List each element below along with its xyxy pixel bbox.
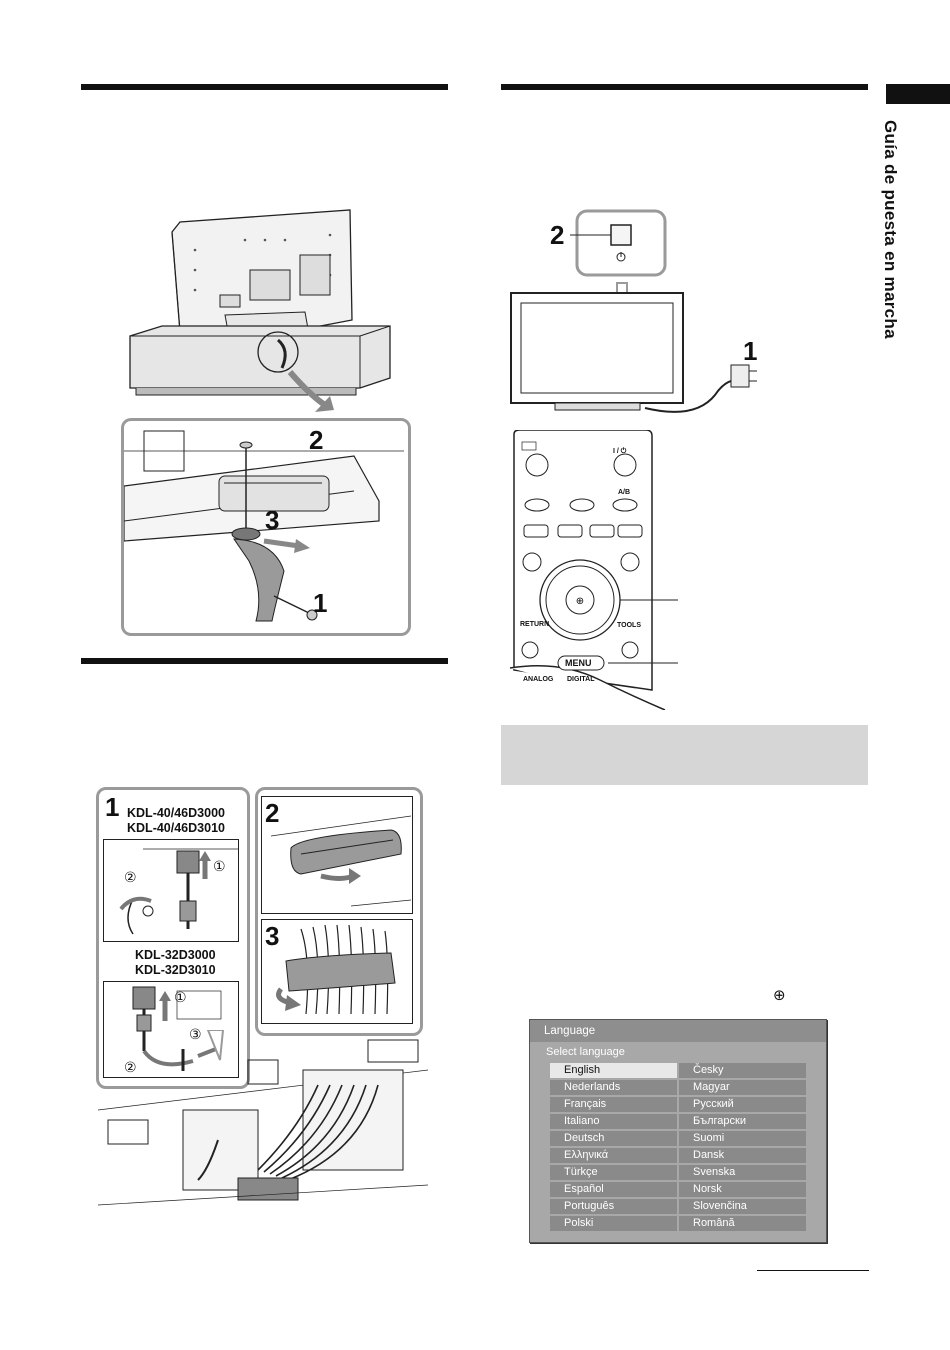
remote-control-illustration: ⊕	[509, 430, 678, 710]
language-option-dansk[interactable]: Dansk	[679, 1148, 806, 1163]
cable-step-2: 2	[265, 798, 280, 828]
step-number-1-plug: 1	[743, 336, 758, 366]
stand-detail-illustration	[124, 430, 404, 622]
circled-1b: ①	[174, 990, 187, 1006]
language-menu: Language Select language English Nederla…	[529, 1019, 827, 1243]
model-b-1: KDL-32D3000	[135, 948, 216, 962]
step-number-1: 1	[313, 588, 328, 618]
cable-step-1: 1	[105, 792, 120, 822]
language-option-deutsch[interactable]: Deutsch	[550, 1131, 677, 1146]
svg-text:⊕: ⊕	[576, 596, 584, 607]
remote-power-label: I / ⏻	[613, 448, 627, 455]
tv-rear-cables-illustration	[98, 1030, 428, 1206]
remote-digital-label: DIGITAL	[567, 676, 595, 683]
circled-3b: ③	[189, 1027, 202, 1043]
language-option-bulgarian[interactable]: Български	[679, 1114, 806, 1129]
language-option-svenska[interactable]: Svenska	[679, 1165, 806, 1180]
step-number-3: 3	[265, 505, 280, 535]
remote-tools-label: TOOLS	[617, 622, 641, 629]
language-option-turkce[interactable]: Türkçe	[550, 1165, 677, 1180]
language-menu-subtitle: Select language	[546, 1046, 625, 1058]
note-box	[501, 725, 868, 785]
language-option-greek[interactable]: Ελληνικά	[550, 1148, 677, 1163]
holder-open-illustration	[261, 796, 413, 914]
remote-analog-label: ANALOG	[523, 676, 554, 683]
enter-symbol: ⊕	[773, 986, 786, 1004]
tv-power-illustration	[510, 209, 757, 413]
continue-rule	[757, 1270, 869, 1271]
language-option-russian[interactable]: Русский	[679, 1097, 806, 1112]
holder-closed-illustration	[261, 919, 413, 1024]
language-option-nederlands[interactable]: Nederlands	[550, 1080, 677, 1095]
circled-1a: ①	[213, 859, 226, 875]
cable-step-3: 3	[265, 921, 280, 951]
connector-a-illustration	[103, 839, 239, 942]
remote-menu-label: MENU	[565, 658, 592, 668]
models-a: KDL-40/46D3000 KDL-40/46D3010	[127, 806, 225, 836]
tv-stand-illustration	[129, 209, 391, 412]
language-option-suomi[interactable]: Suomi	[679, 1131, 806, 1146]
chapter-title-text: Guía de puesta en marcha	[881, 120, 900, 339]
language-option-portugues[interactable]: Português	[550, 1199, 677, 1214]
remote-return-label: RETURN	[520, 621, 550, 628]
circled-2b: ②	[124, 1060, 137, 1076]
model-b-2: KDL-32D3010	[135, 963, 216, 977]
section-rule-right-top	[501, 84, 868, 90]
model-a-1: KDL-40/46D3000	[127, 806, 225, 820]
language-option-cesky[interactable]: Česky	[679, 1063, 806, 1078]
step-number-2: 2	[309, 425, 324, 455]
chapter-tab	[886, 84, 950, 104]
chapter-title: Guía de puesta en marcha	[880, 120, 920, 360]
language-option-norsk[interactable]: Norsk	[679, 1182, 806, 1197]
language-option-espanol[interactable]: Español	[550, 1182, 677, 1197]
language-option-romana[interactable]: Română	[679, 1216, 806, 1231]
language-option-italiano[interactable]: Italiano	[550, 1114, 677, 1129]
language-option-magyar[interactable]: Magyar	[679, 1080, 806, 1095]
circled-2a: ②	[124, 870, 137, 886]
language-option-slovencina[interactable]: Slovenčina	[679, 1199, 806, 1214]
language-option-polski[interactable]: Polski	[550, 1216, 677, 1231]
section-rule-left-top	[81, 84, 448, 90]
section-rule-left-middle	[81, 658, 448, 664]
language-menu-title: Language	[530, 1020, 826, 1042]
model-a-2: KDL-40/46D3010	[127, 821, 225, 835]
language-option-francais[interactable]: Français	[550, 1097, 677, 1112]
step-number-2-power: 2	[550, 220, 565, 250]
language-option-english[interactable]: English	[550, 1063, 677, 1078]
models-b: KDL-32D3000 KDL-32D3010	[135, 948, 216, 978]
remote-ab-label: A/B	[618, 489, 631, 496]
